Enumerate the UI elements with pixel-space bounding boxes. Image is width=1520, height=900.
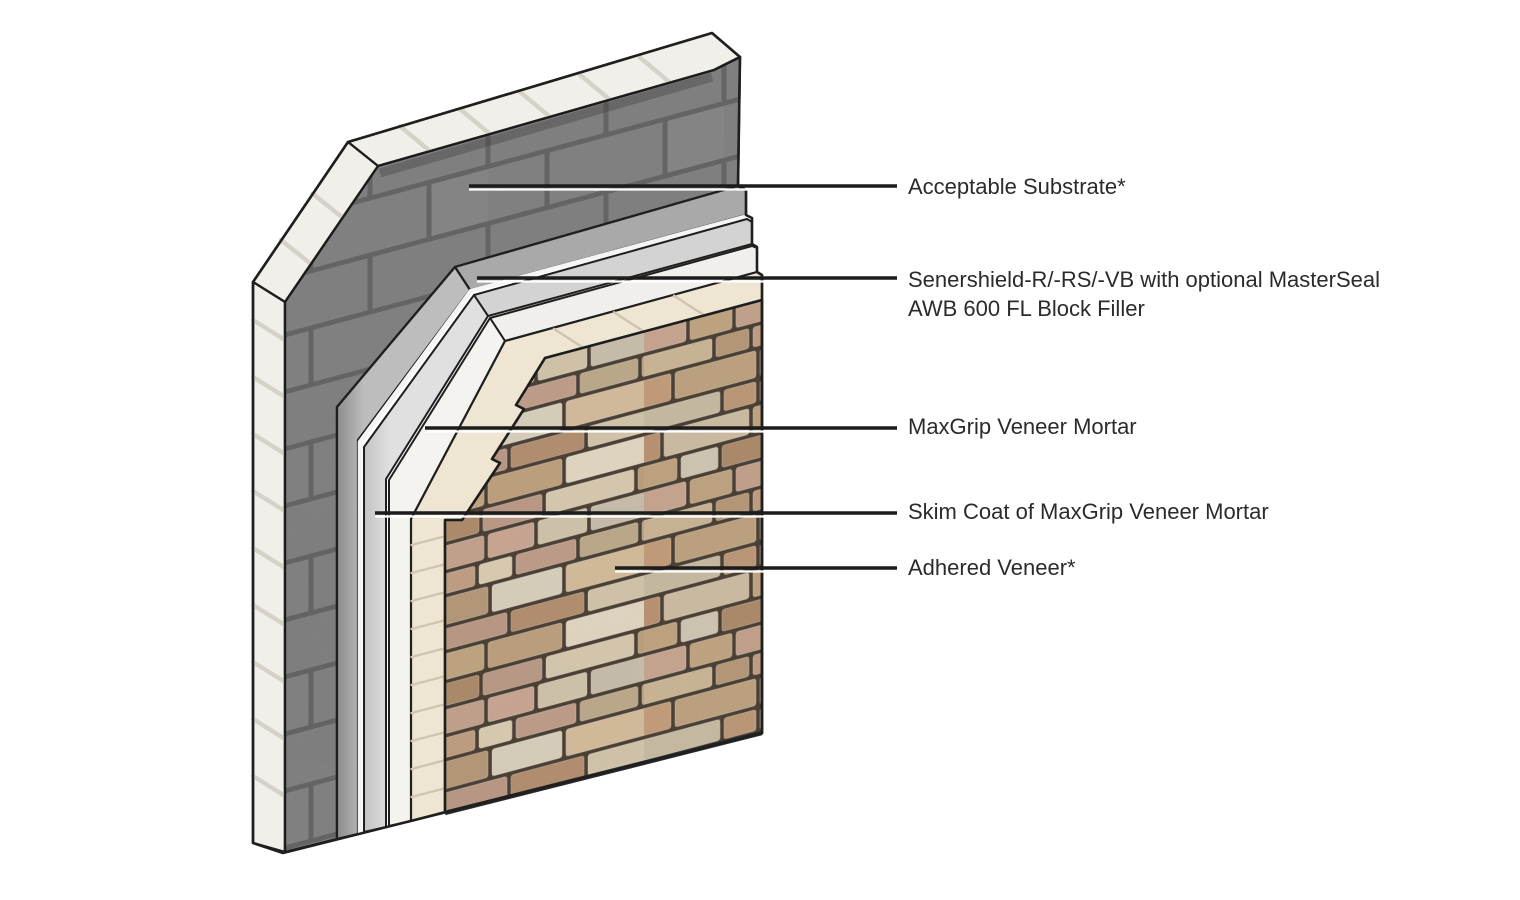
label-senershield-line1: Senershield-R/-RS/-VB with optional Mast… — [908, 267, 1380, 292]
leader-maxgrip-veneer-mortar — [425, 426, 897, 433]
assembly-outline — [251, 31, 764, 855]
label-skim-coat-maxgrip: Skim Coat of MaxGrip Veneer Mortar — [908, 499, 1269, 524]
label-acceptable-substrate: Acceptable Substrate* — [908, 174, 1126, 199]
label-senershield-line2: AWB 600 FL Block Filler — [908, 296, 1145, 321]
membrane-highlight-edge — [357, 214, 747, 833]
cmu-cap-joint-lines — [250, 55, 673, 799]
leader-skim-coat-maxgrip — [375, 511, 897, 518]
leader-adhered-veneer — [615, 566, 897, 573]
label-maxgrip-veneer-mortar: MaxGrip Veneer Mortar — [908, 414, 1137, 439]
leader-senershield-membrane — [477, 276, 897, 283]
label-adhered-veneer: Adhered Veneer* — [908, 555, 1076, 580]
leader-acceptable-substrate — [469, 184, 897, 191]
veneer-edge-joint-lines — [410, 294, 707, 799]
wall-assembly — [250, 31, 764, 855]
callout-labels: Acceptable Substrate* Senershield-R/-RS/… — [908, 174, 1380, 580]
leader-lines — [375, 184, 897, 573]
